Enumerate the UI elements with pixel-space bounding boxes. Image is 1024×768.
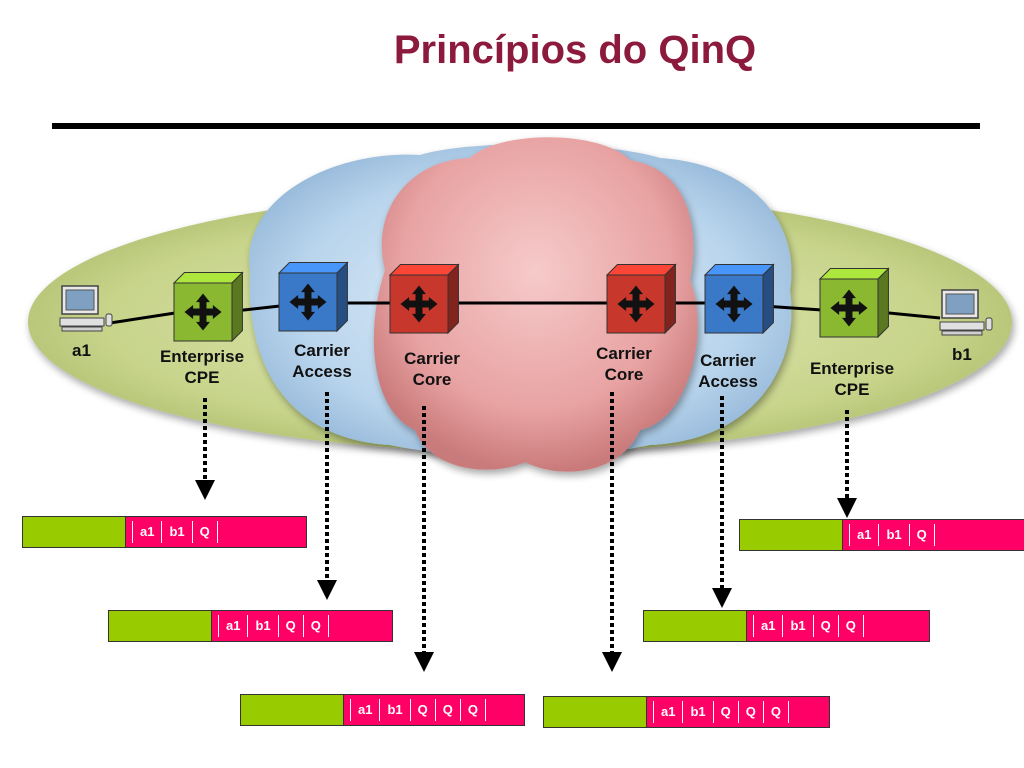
- frame-field-a1: a1: [753, 615, 782, 637]
- device-label-core-right: Carrier Core: [596, 344, 652, 384]
- frame-field-q-tag: Q: [812, 615, 838, 637]
- host-b1-label: b1: [952, 345, 972, 364]
- title-divider: [52, 123, 980, 129]
- frame-field-q-tag: Q: [409, 699, 435, 721]
- frame-field-q-tag: Q: [737, 701, 763, 723]
- frame-field-b1: b1: [379, 699, 409, 721]
- host-b1-computer-icon: [939, 289, 993, 336]
- frame-field-b1: b1: [247, 615, 277, 637]
- frame-field-q-tag: Q: [191, 521, 218, 543]
- frame-field-b1: b1: [782, 615, 812, 637]
- device-label-enterprise-right: Enterprise CPE: [809, 359, 895, 399]
- device-label-core-left: Carrier Core: [404, 349, 460, 389]
- host-a1-label: a1: [72, 341, 91, 360]
- frame-field-q-tag: Q: [302, 615, 329, 637]
- device-label-access-left: Carrier Access: [292, 341, 352, 381]
- frame-field-q-tag: Q: [712, 701, 738, 723]
- frame-field-b1: b1: [682, 701, 712, 723]
- frame-field-b1: b1: [878, 524, 908, 546]
- frame-payload: [543, 696, 647, 728]
- core-right-switch-icon: [605, 263, 677, 335]
- frame-field-a1: a1: [132, 521, 161, 543]
- frame-field-a1: a1: [350, 699, 379, 721]
- frame-field-q-tag: Q: [762, 701, 790, 723]
- frame-field-a1: a1: [218, 615, 247, 637]
- dotted-arrows: [195, 392, 857, 672]
- ent-left-switch-icon: [172, 271, 244, 343]
- device-label-enterprise-left: Enterprise CPE: [159, 347, 245, 387]
- frame-field-a1: a1: [653, 701, 682, 723]
- frame-field-a1: a1: [849, 524, 878, 546]
- frame-field-q-tag: Q: [837, 615, 864, 637]
- page-title: Princípios do QinQ: [393, 28, 757, 72]
- frame-field-b1: b1: [161, 521, 191, 543]
- host-a1-computer-icon: [59, 285, 113, 332]
- frame-payload: [22, 516, 126, 548]
- ent-right-switch-icon: [818, 267, 890, 339]
- frame-payload: [643, 610, 747, 642]
- frame-payload: [240, 694, 344, 726]
- frame-payload: [108, 610, 212, 642]
- acc-left-switch-icon: [277, 261, 349, 333]
- frame-field-q-tag: Q: [434, 699, 460, 721]
- device-label-access-right: Carrier Access: [698, 351, 758, 391]
- frame-field-q-tag: Q: [908, 524, 935, 546]
- frame-field-q-tag: Q: [459, 699, 487, 721]
- frame-payload: [739, 519, 843, 551]
- core-left-switch-icon: [388, 263, 460, 335]
- acc-right-switch-icon: [703, 263, 775, 335]
- frame-field-q-tag: Q: [277, 615, 303, 637]
